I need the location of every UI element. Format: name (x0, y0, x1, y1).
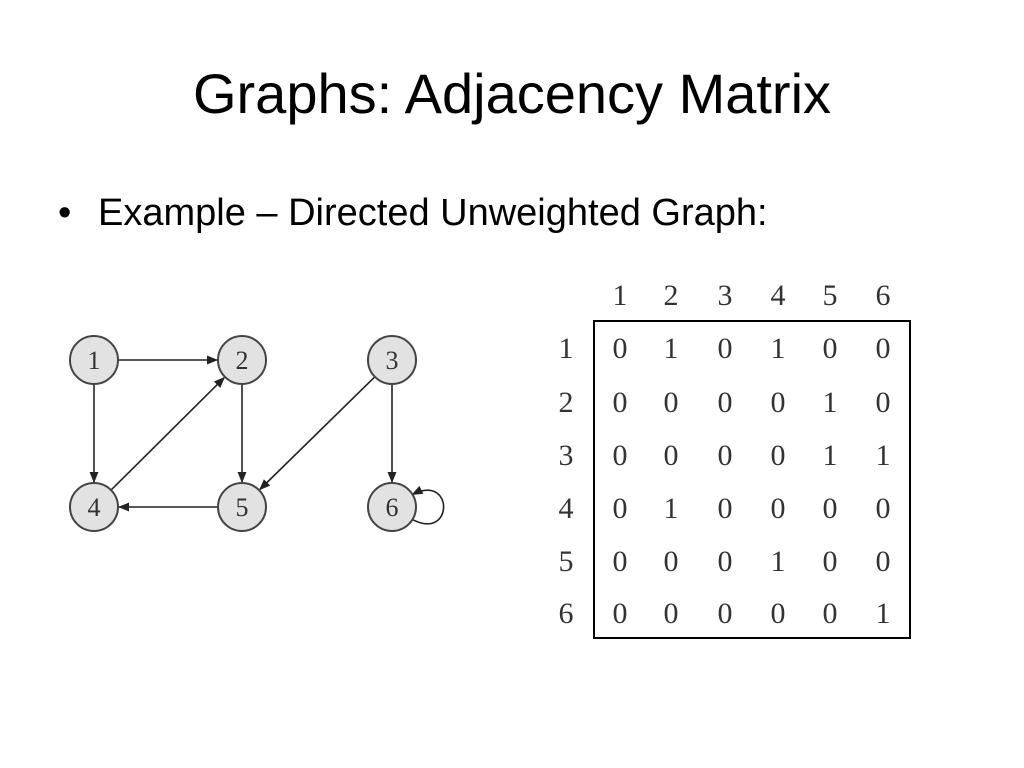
edge-layer (89, 355, 445, 525)
matrix-cell-r6-c3: 0 (718, 597, 733, 630)
matrix-column-header-6: 6 (876, 279, 891, 312)
matrix-cell-r6-c1: 0 (613, 597, 628, 630)
matrix-column-header-5: 5 (823, 279, 838, 312)
matrix-cell-r5-c3: 0 (718, 545, 733, 578)
matrix-cell-r2-c1: 0 (613, 386, 628, 419)
graph-node-label-6: 6 (386, 493, 399, 522)
graph-node-5: 5 (217, 482, 267, 532)
matrix-border (593, 320, 911, 639)
matrix-column-header-2: 2 (664, 279, 679, 312)
graph-node-2: 2 (217, 335, 267, 385)
matrix-row-header-1: 1 (559, 332, 574, 365)
matrix-cell-r6-c4: 0 (771, 597, 786, 630)
matrix-cell-r6-c2: 0 (664, 597, 679, 630)
bullet-text: Example – Directed Unweighted Graph: (98, 192, 768, 234)
matrix-cell-r3-c3: 0 (718, 439, 733, 472)
matrix-cell-r3-c2: 0 (664, 439, 679, 472)
matrix-row-header-3: 3 (559, 439, 574, 472)
matrix-row-header-2: 2 (559, 386, 574, 419)
bullet-marker: • (58, 192, 72, 234)
matrix-cell-r4-c4: 0 (771, 492, 786, 525)
matrix-row-headers: 1 2 3 4 5 6 (559, 332, 574, 630)
matrix-cell-r6-c5: 0 (823, 597, 838, 630)
matrix-cell-r1-c6: 0 (876, 332, 891, 365)
matrix-cell-r5-c6: 0 (876, 545, 891, 578)
matrix-cell-r4-c3: 0 (718, 492, 733, 525)
matrix-cells: 0 1 0 1 0 0 0 0 0 0 1 0 0 0 0 0 1 1 0 1 0 0 0 0 0 0 0 1 0 0 0 0 0 0 0 1 (613, 332, 891, 630)
graph-node-label-5: 5 (236, 493, 249, 522)
matrix-cell-r4-c2: 1 (664, 492, 679, 525)
graph-node-label-2: 2 (236, 346, 249, 375)
graph-node-circle-4 (69, 482, 119, 532)
graph-node-circle-6 (367, 482, 417, 532)
matrix-cell-r6-c6: 1 (876, 597, 891, 630)
graph-node-label-3: 3 (386, 346, 399, 375)
matrix-cell-r4-c6: 0 (876, 492, 891, 525)
graph-node-circle-5 (217, 482, 267, 532)
graph-node-4: 4 (69, 482, 119, 532)
matrix-column-header-3: 3 (718, 279, 733, 312)
bullet-item: • Example – Directed Unweighted Graph: (58, 190, 768, 236)
matrix-cell-r1-c2: 1 (664, 332, 679, 365)
node-layer: 1 2 3 4 5 6 (69, 335, 417, 532)
graph-node-6: 6 (367, 482, 417, 532)
matrix-row-header-5: 5 (559, 545, 574, 578)
matrix-cell-r5-c2: 0 (664, 545, 679, 578)
matrix-cell-r2-c6: 0 (876, 386, 891, 419)
matrix-column-header-1: 1 (613, 279, 628, 312)
matrix-cell-r1-c5: 0 (823, 332, 838, 365)
matrix-cell-r3-c5: 1 (823, 439, 838, 472)
matrix-cell-r3-c1: 0 (613, 439, 628, 472)
matrix-cell-r4-c5: 0 (823, 492, 838, 525)
edge-4-to-2 (110, 376, 226, 491)
matrix-cell-r5-c1: 0 (613, 545, 628, 578)
directed-graph-diagram: 1 2 3 4 5 6 (69, 335, 445, 532)
matrix-cell-r2-c2: 0 (664, 386, 679, 419)
matrix-cell-r4-c1: 0 (613, 492, 628, 525)
matrix-cell-r1-c3: 0 (718, 332, 733, 365)
graph-node-label-4: 4 (88, 493, 101, 522)
matrix-column-header-4: 4 (771, 279, 786, 312)
graph-node-circle-1 (69, 335, 119, 385)
edge-6-to-6 (411, 485, 445, 525)
matrix-cell-r3-c4: 0 (771, 439, 786, 472)
graph-node-label-1: 1 (88, 346, 101, 375)
matrix-column-headers: 1 2 3 4 5 6 (613, 279, 891, 312)
matrix-cell-r5-c5: 0 (823, 545, 838, 578)
matrix-cell-r3-c6: 1 (876, 439, 891, 472)
matrix-cell-r2-c3: 0 (718, 386, 733, 419)
slide-title: Graphs: Adjacency Matrix (192, 62, 832, 125)
graph-node-1: 1 (69, 335, 119, 385)
matrix-cell-r1-c4: 1 (771, 332, 786, 365)
matrix-cell-r2-c5: 1 (823, 386, 838, 419)
edge-3-to-5 (259, 376, 376, 491)
matrix-cell-r2-c4: 0 (771, 386, 786, 419)
matrix-cell-r5-c4: 1 (771, 545, 786, 578)
matrix-row-header-4: 4 (559, 492, 574, 525)
matrix-cell-r1-c1: 0 (613, 332, 628, 365)
matrix-row-header-6: 6 (559, 597, 574, 630)
graph-node-circle-2 (217, 335, 267, 385)
graph-node-circle-3 (367, 335, 417, 385)
graph-node-3: 3 (367, 335, 417, 385)
